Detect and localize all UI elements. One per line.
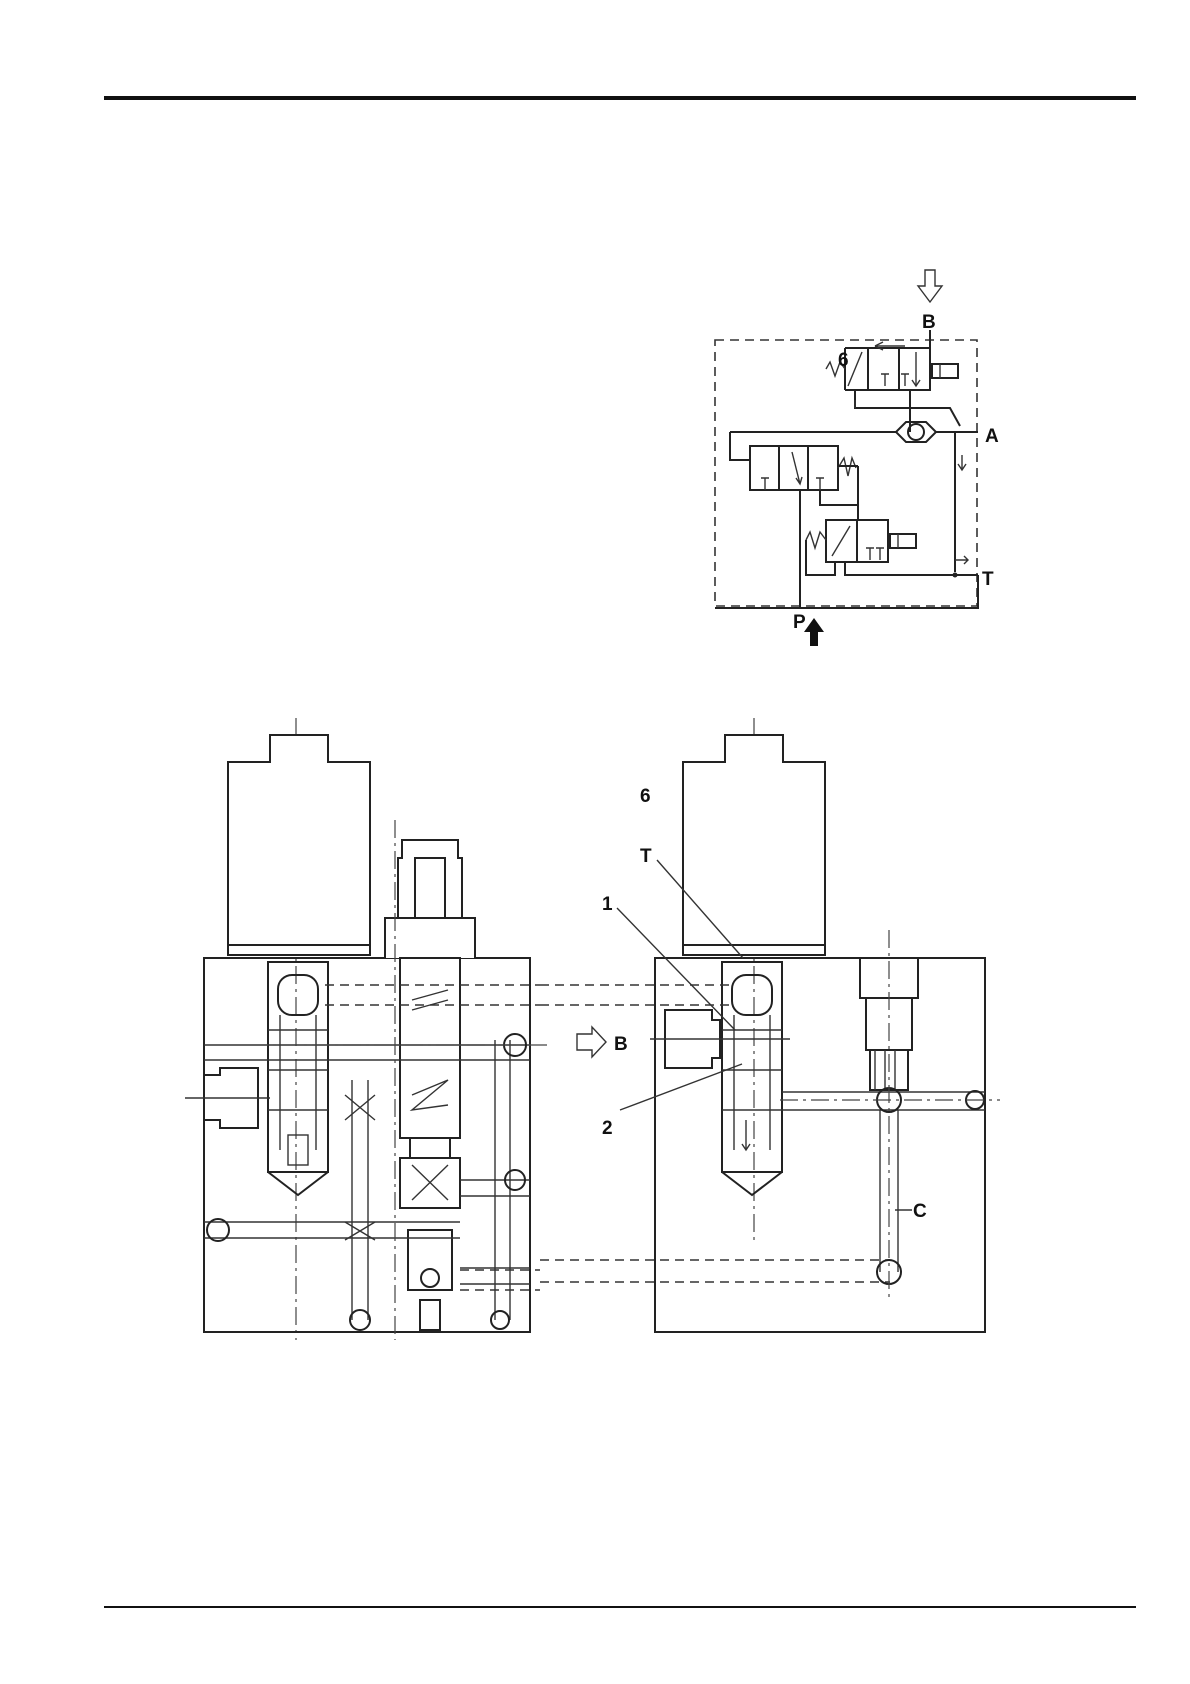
label-t-right: T xyxy=(640,846,652,867)
shuttle-check-valve xyxy=(896,422,936,442)
label-a: A xyxy=(985,426,999,447)
label-p: P xyxy=(793,612,806,633)
label-b-right: B xyxy=(614,1034,628,1055)
pilot-solenoid-valve xyxy=(806,520,916,562)
label-c: C xyxy=(913,1201,927,1222)
label-6: 6 xyxy=(838,350,849,371)
label-1: 1 xyxy=(602,894,613,915)
hydraulic-schematic: B 6 A T P xyxy=(715,270,999,646)
left-valve-block xyxy=(204,958,530,1332)
label-6-right: 6 xyxy=(640,786,651,807)
right-sectional-view: 6 T 1 B 2 C xyxy=(540,718,1000,1332)
left-cartridge xyxy=(268,962,328,1195)
label-t: T xyxy=(982,569,994,590)
right-cartridge xyxy=(400,958,460,1330)
main-spool-valve xyxy=(750,446,856,490)
port-b-arrow xyxy=(577,1027,606,1057)
right-main-cartridge xyxy=(722,962,782,1195)
inlet-arrow-b xyxy=(918,270,942,302)
pressure-inlet-arrow xyxy=(804,618,824,646)
label-b: B xyxy=(922,312,936,333)
label-2: 2 xyxy=(602,1118,613,1139)
left-sectional-view xyxy=(185,718,550,1340)
